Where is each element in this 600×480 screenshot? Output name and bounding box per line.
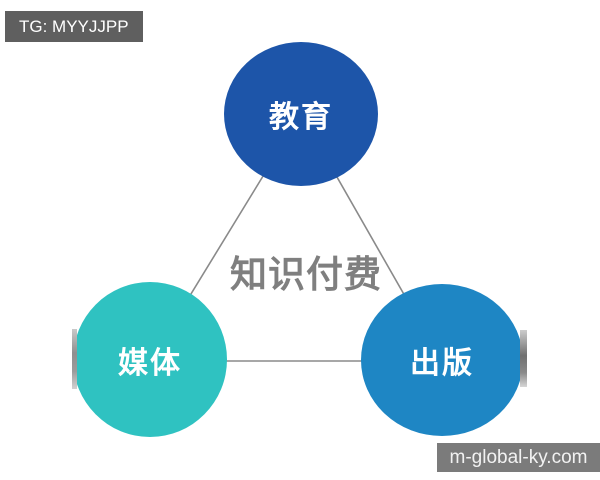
edge-artifact-right xyxy=(520,330,527,387)
node-publishing-label: 出版 xyxy=(410,347,474,380)
node-publishing: 出版 xyxy=(361,284,523,436)
node-media-label: 媒体 xyxy=(118,346,182,380)
watermark: m-global-ky.com xyxy=(437,443,600,472)
node-media: 媒体 xyxy=(73,282,227,437)
triangle-lines xyxy=(148,112,444,362)
node-education-label: 教育 xyxy=(269,101,333,134)
center-label: 知识付费 xyxy=(230,254,382,295)
node-education: 教育 xyxy=(224,42,378,186)
tg-badge: TG: MYYJJPP xyxy=(5,11,143,42)
edge-artifact-left xyxy=(72,329,77,389)
